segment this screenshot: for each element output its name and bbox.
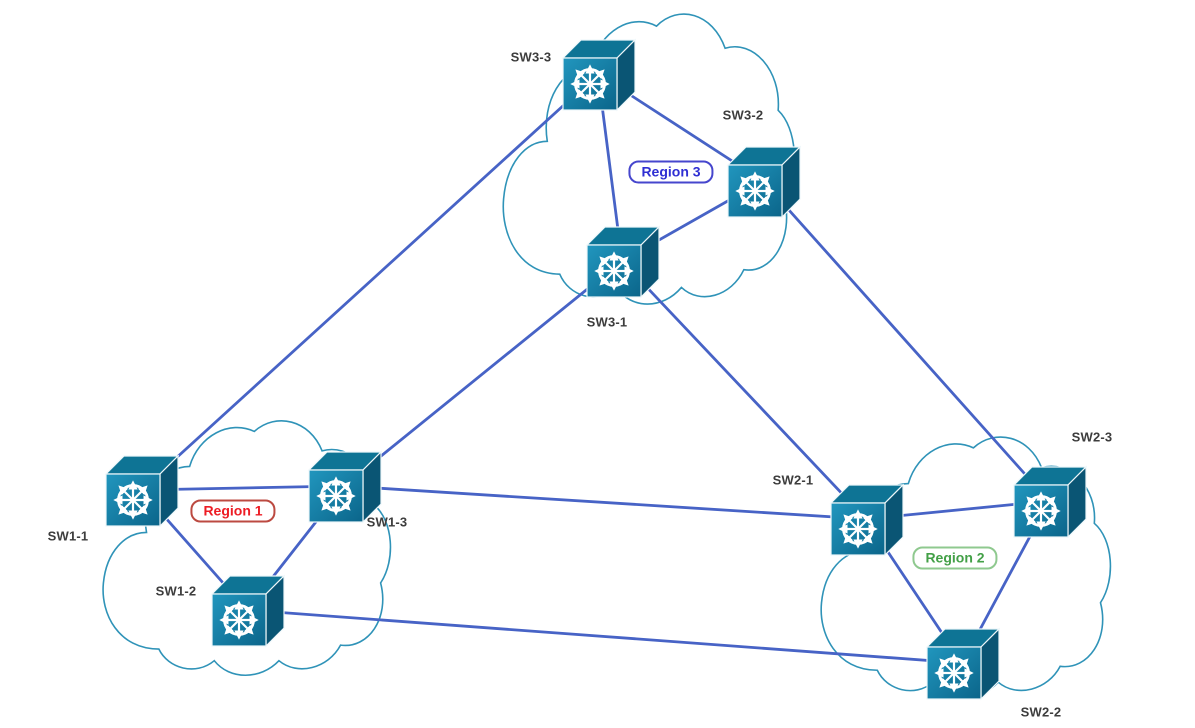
switch-icon-SW1-2[interactable] bbox=[212, 576, 284, 646]
link-SW3-2-SW2-3 bbox=[761, 179, 1051, 503]
switch-icon-SW2-2[interactable] bbox=[927, 629, 999, 699]
link-SW3-1-SW1-3 bbox=[342, 259, 624, 488]
link-SW3-3-SW1-1 bbox=[139, 72, 600, 492]
switch-icon-SW1-1[interactable] bbox=[106, 456, 178, 526]
switch-icon-SW2-3[interactable] bbox=[1014, 467, 1086, 537]
link-SW1-3-SW2-1 bbox=[342, 484, 868, 521]
link-SW1-2-SW2-2 bbox=[245, 608, 964, 665]
switch-icon-SW3-2[interactable] bbox=[728, 147, 800, 217]
switch-icon-SW2-1[interactable] bbox=[831, 485, 903, 555]
switch-icon-SW3-3[interactable] bbox=[563, 40, 635, 110]
switch-icon-SW1-3[interactable] bbox=[309, 452, 381, 522]
switch-icon-SW3-1[interactable] bbox=[587, 227, 659, 297]
link-SW3-1-SW2-1 bbox=[620, 259, 868, 521]
